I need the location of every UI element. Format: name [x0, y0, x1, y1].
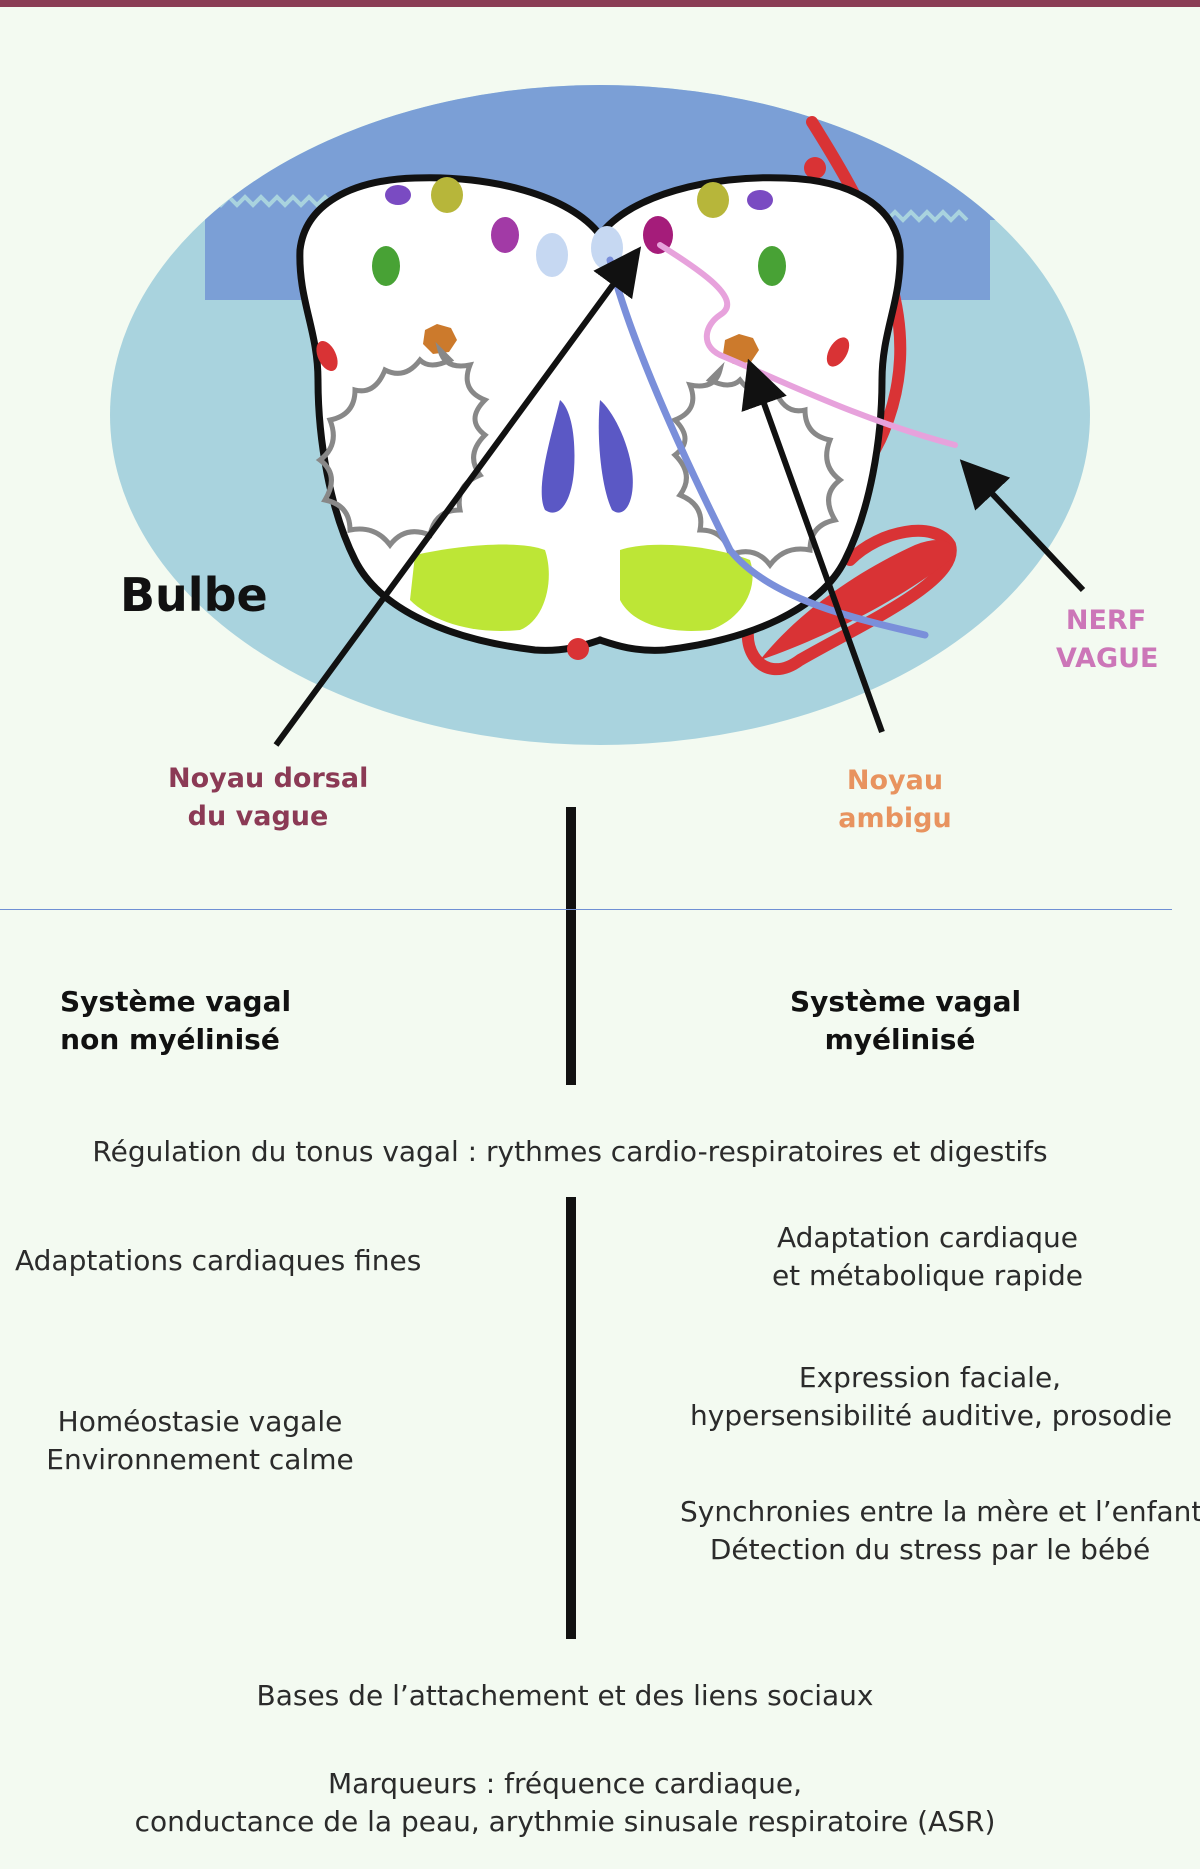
red-dash-left: [316, 341, 338, 371]
right-item-2: Expression faciale, hypersensibilité aud…: [690, 1361, 1173, 1432]
nerve-red-bulge: [760, 540, 953, 660]
top-border: [0, 0, 1200, 7]
nucleus-purple-right: [747, 190, 773, 210]
medulla-diagram: [110, 85, 1090, 747]
left-heading: Système vagal non myélinisé: [60, 985, 292, 1056]
olive-left: [315, 341, 490, 550]
lime-right: [620, 544, 753, 631]
arrow-ambigu: [741, 358, 885, 734]
nucleus-orange-left: [423, 324, 457, 354]
right-item-3: Synchronies entre la mère et l’enfant Dé…: [680, 1495, 1200, 1566]
right-item-1: Adaptation cardiaque et métabolique rapi…: [771, 1221, 1084, 1292]
nucleus-pale-right: [591, 226, 623, 270]
left-item-1: Adaptations cardiaques fines: [15, 1244, 422, 1277]
nucleus-olive-left: [431, 177, 463, 213]
nucleus-olive-right: [697, 182, 729, 218]
arrow-nerve: [959, 459, 1086, 593]
nucleus-dorsal-label: Noyau dorsal du vague: [168, 763, 369, 832]
vertical-divider-bottom: [566, 1197, 576, 1639]
violet-right: [598, 400, 633, 513]
nucleus-magenta-left: [491, 217, 519, 253]
shared-regulation: Régulation du tonus vagal : rythmes card…: [92, 1135, 1048, 1168]
nucleus-green-right: [758, 246, 786, 286]
nerve-label: NERF VAGUE: [1056, 605, 1159, 674]
nucleus-ambigu-label: Noyau ambigu: [838, 765, 952, 834]
nucleus-pale-left: [536, 233, 568, 277]
pink-nerve: [657, 242, 958, 448]
right-heading: Système vagal myélinisé: [790, 985, 1022, 1056]
nucleus-ambigu: [723, 334, 759, 364]
lime-left: [410, 544, 549, 631]
arrow-dorsal: [273, 246, 642, 747]
red-dot-bottom: [567, 638, 589, 660]
nucleus-purple-left: [385, 185, 411, 205]
red-dash-right: [826, 337, 850, 367]
violet-left: [541, 400, 575, 513]
left-item-2: Homéostasie vagale Environnement calme: [46, 1405, 354, 1476]
vertical-divider-top: [566, 807, 576, 1085]
nucleus-dorsal-vagus: [643, 216, 673, 254]
nucleus-green-left: [372, 246, 400, 286]
red-dot-top: [804, 157, 826, 179]
shared-attachment: Bases de l’attachement et des liens soci…: [256, 1679, 874, 1712]
horizontal-divider: [0, 909, 1172, 910]
blue-fiber: [606, 256, 929, 639]
shared-markers: Marqueurs : fréquence cardiaque, conduct…: [134, 1767, 996, 1838]
olive-right: [670, 361, 845, 570]
region-label: Bulbe: [120, 568, 268, 622]
